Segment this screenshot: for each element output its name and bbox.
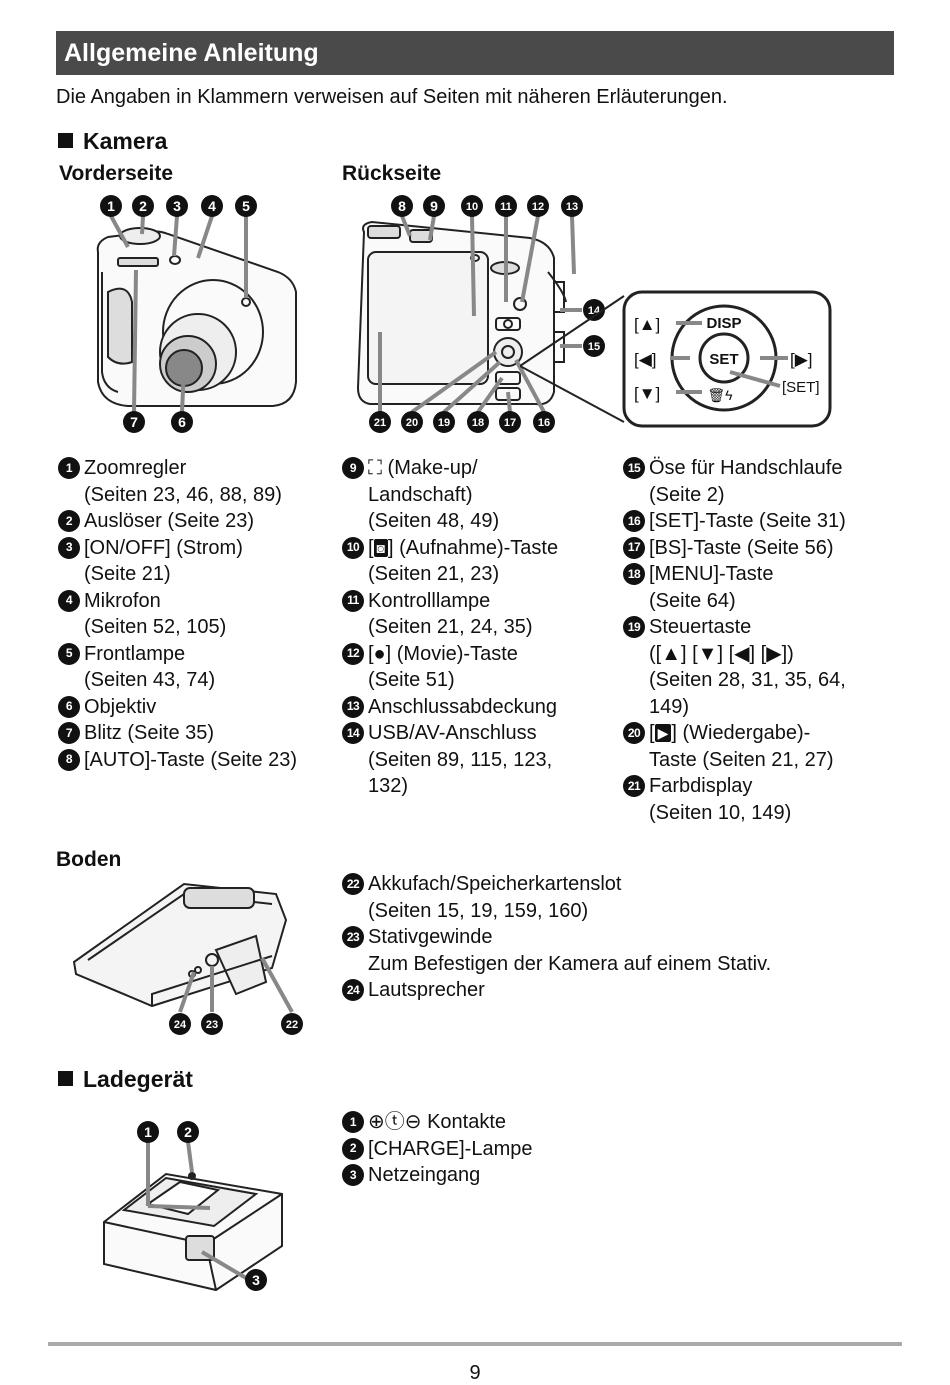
callout-15: 15 [588, 341, 600, 353]
camera-back-illustration: 8 9 10 11 12 13 14 15 21 20 19 18 17 16 [356, 195, 605, 433]
list-item: 17[BS]-Taste (Seite 56) [623, 535, 893, 562]
camera-icon: ◙ [373, 538, 389, 557]
page-number: 9 [469, 1362, 481, 1384]
callout-24: 24 [174, 1019, 187, 1031]
charger-callout-2: 2 [184, 1124, 192, 1140]
charger-heading: Ladegerät [58, 1066, 193, 1093]
list-item: 3[ON/OFF] (Strom) (Seite 21) [58, 535, 338, 588]
camera-parts-col2: 9⛶ (Make-up/ Landschaft) (Seiten 48, 49)… [342, 455, 614, 800]
page-title: Allgemeine Anleitung [56, 31, 894, 75]
charger-illustration: 1 2 3 [103, 1121, 283, 1292]
front-callouts: 1 2 3 4 5 7 6 [100, 195, 257, 433]
callout-16: 16 [538, 417, 550, 429]
camera-heading: Kamera [58, 128, 167, 155]
list-item: 12[●] (Movie)-Taste (Seite 51) [342, 641, 614, 694]
camera-bottom-illustration: 24 23 22 [72, 882, 303, 1035]
callout-17: 17 [504, 417, 516, 429]
callout-13: 13 [566, 201, 578, 213]
callout-5: 5 [242, 198, 250, 214]
callout-6: 6 [178, 414, 186, 430]
square-bullet-icon [58, 1071, 73, 1086]
callout-19: 19 [438, 417, 450, 429]
bottom-label: Boden [56, 848, 122, 871]
intro-text: Die Angaben in Klammern verweisen auf Se… [56, 86, 728, 108]
footer-divider [48, 1342, 902, 1346]
dial-set-label: SET [709, 351, 738, 368]
callout-20: 20 [406, 417, 418, 429]
callout-2: 2 [139, 198, 147, 214]
list-item: 8[AUTO]-Taste (Seite 23) [58, 747, 338, 774]
play-icon: ▶ [654, 724, 672, 742]
front-label: Vorderseite [59, 162, 173, 185]
square-bullet-icon [58, 133, 73, 148]
callout-18: 18 [472, 417, 484, 429]
back-callouts: 8 9 10 11 12 13 14 15 21 20 19 18 17 16 [369, 195, 605, 433]
dial-left-label: [◀] [634, 350, 657, 369]
dial-set-callout: [SET] [782, 379, 820, 396]
callout-4: 4 [208, 198, 216, 214]
back-label: Rückseite [342, 162, 442, 185]
callout-11: 11 [500, 201, 512, 213]
list-item: 1⊕ⓣ⊖ Kontakte [342, 1109, 882, 1136]
callout-9: 9 [430, 198, 438, 214]
callout-22: 22 [286, 1019, 298, 1031]
callout-10: 10 [466, 201, 478, 213]
callout-1: 1 [107, 198, 115, 214]
callout-12: 12 [532, 201, 544, 213]
dial-detail-illustration: [▲] [◀] [▼] [▶] DISP SET 🗑ϟ [SET] [520, 290, 832, 428]
callout-3: 3 [173, 198, 181, 214]
list-item: 18[MENU]-Taste (Seite 64) [623, 561, 893, 614]
dial-down-label: [▼] [634, 384, 660, 403]
list-item: 16[SET]-Taste (Seite 31) [623, 508, 893, 535]
list-item: 10[◙] (Aufnahme)-Taste (Seiten 21, 23) [342, 535, 614, 588]
callout-23: 23 [206, 1019, 218, 1031]
dial-disp-label: DISP [706, 315, 741, 332]
callout-7: 7 [130, 414, 138, 430]
charger-callout-3: 3 [252, 1272, 260, 1288]
trash-flash-icon: 🗑ϟ [707, 387, 733, 403]
camera-front-illustration: 1 2 3 4 5 7 6 [96, 195, 297, 433]
list-item: 20[▶] (Wiedergabe)- Taste (Seiten 21, 27… [623, 720, 893, 773]
dial-right-label: [▶] [790, 350, 813, 369]
dial-up-label: [▲] [634, 315, 660, 334]
callout-8: 8 [398, 198, 406, 214]
charger-callout-1: 1 [144, 1124, 152, 1140]
list-item: 9⛶ (Make-up/ Landschaft) (Seiten 48, 49) [342, 455, 614, 535]
list-item: 2[CHARGE]-Lampe [342, 1136, 882, 1163]
callout-21: 21 [374, 417, 386, 429]
